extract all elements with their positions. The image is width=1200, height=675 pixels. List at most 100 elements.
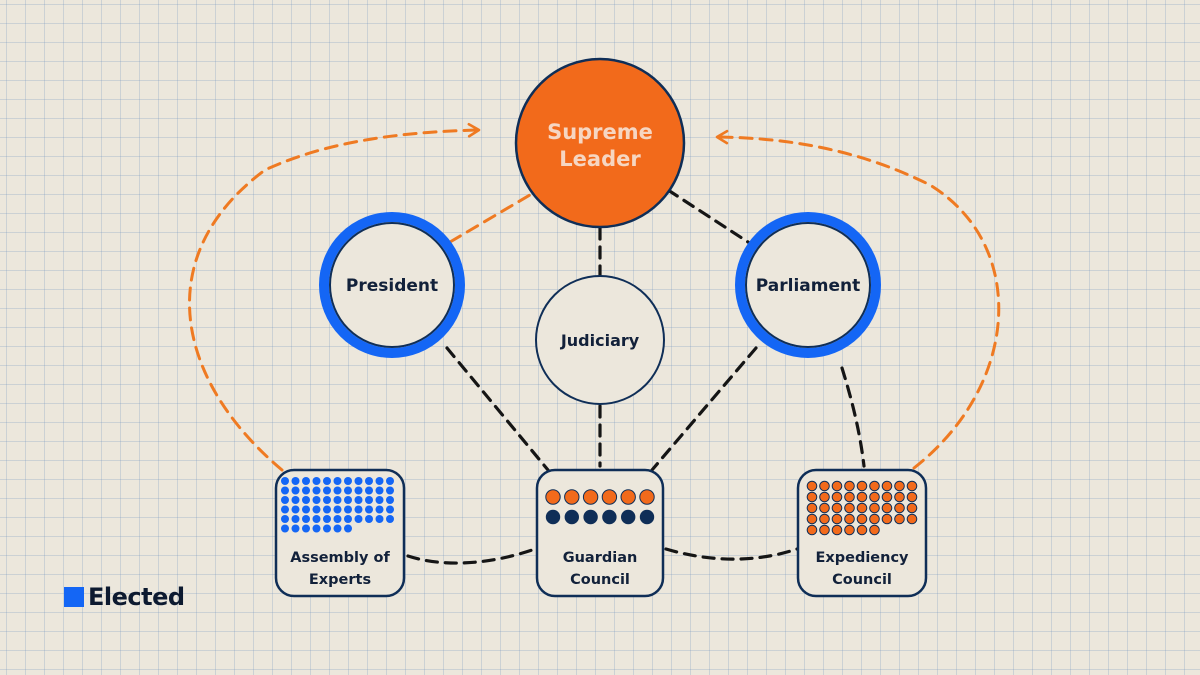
- assembly-seat-dot: [354, 477, 363, 485]
- guardian-seat-dot: [601, 489, 618, 505]
- assembly-seat-dot: [386, 496, 394, 504]
- assembly-seat-dot: [386, 477, 394, 485]
- assembly-seat-dot: [291, 524, 300, 533]
- assembly-seat-dot: [281, 486, 289, 495]
- assembly-seat-dot: [354, 515, 363, 523]
- judiciary-label: Judiciary: [560, 331, 640, 350]
- assembly-seat-dot: [302, 505, 310, 514]
- expediency-seat-dot: [806, 513, 818, 525]
- assembly-seat-dot: [375, 505, 384, 514]
- assembly-seat-dot: [375, 477, 384, 485]
- assembly-seat-dot: [312, 496, 321, 504]
- guardian-council-label-line1: Guardian: [563, 550, 638, 566]
- expediency-seat-dot: [869, 480, 880, 492]
- guardian-seat-dot: [582, 489, 599, 505]
- expediency-seat-dot: [894, 480, 905, 492]
- assembly-seat-dot: [291, 515, 300, 523]
- expediency-seat-dot: [894, 513, 905, 525]
- expediency-seat-dot: [844, 502, 855, 514]
- judiciary-node: Judiciary: [535, 275, 665, 405]
- expediency-seat-dot: [819, 513, 830, 525]
- line-parliament-to-guardian: [650, 346, 758, 472]
- expediency-seat-dot: [906, 513, 918, 525]
- assembly-seat-dot: [291, 496, 300, 504]
- assembly-seat-dot: [375, 496, 384, 504]
- guardian-seat-dot: [602, 509, 617, 525]
- guardian-seat-dot: [564, 509, 579, 525]
- assembly-seat-dot: [386, 486, 394, 495]
- orange-dashed-connectors: [188, 122, 1001, 472]
- supreme-leader-label-line2: Leader: [559, 147, 641, 171]
- expediency-seat-dots: [806, 480, 918, 536]
- legend: Elected: [64, 582, 185, 612]
- expediency-seat-dot: [806, 502, 818, 514]
- assembly-seat-dot: [365, 477, 373, 485]
- line-president-to-guardian: [445, 346, 550, 472]
- guardian-seat-dot: [639, 509, 655, 525]
- assembly-seat-dot: [323, 477, 331, 485]
- assembly-seat-dot: [375, 486, 384, 495]
- assembly-seat-dot: [333, 486, 342, 495]
- expediency-seat-dot: [844, 524, 855, 536]
- assembly-seat-dot: [323, 486, 331, 495]
- expediency-seat-dot: [881, 480, 893, 492]
- line-guardian-to-expediency: [664, 547, 799, 561]
- expediency-seat-dot: [856, 480, 868, 492]
- expediency-seat-dot: [906, 480, 918, 492]
- expediency-seat-dot: [869, 524, 880, 536]
- assembly-seat-dot: [333, 515, 342, 523]
- assembly-seat-dot: [365, 486, 373, 495]
- expediency-seat-dot: [819, 524, 830, 536]
- supreme-leader-label-line1: Supreme: [547, 120, 653, 144]
- guardian-council-label-line2: Council: [570, 572, 630, 588]
- assembly-seat-dot: [291, 505, 300, 514]
- arrow-expediency-to-leader: [715, 129, 1001, 470]
- expediency-seat-dot: [906, 502, 918, 514]
- assembly-seat-dot: [323, 496, 331, 504]
- expediency-seat-dot: [856, 502, 868, 514]
- assembly-seat-dot: [365, 496, 373, 504]
- line-assembly-to-guardian: [406, 547, 537, 565]
- assembly-seat-dot: [281, 477, 289, 485]
- guardian-seat-dot: [620, 489, 636, 505]
- assembly-seat-dot: [281, 524, 289, 533]
- expediency-seat-dot: [894, 491, 905, 503]
- assembly-seat-dot: [281, 496, 289, 504]
- parliament-label: Parliament: [756, 276, 860, 296]
- expediency-seat-dot: [844, 513, 855, 525]
- assembly-seat-dot: [312, 477, 321, 485]
- legend-label: Elected: [88, 583, 185, 611]
- guardian-seat-dot: [583, 509, 598, 525]
- expediency-seat-dot: [831, 513, 843, 525]
- expediency-seat-dot: [881, 491, 893, 503]
- assembly-of-experts-label-line1: Assembly of: [290, 550, 390, 566]
- assembly-of-experts-label-line2: Experts: [309, 572, 371, 588]
- guardian-seat-dot: [639, 489, 655, 505]
- president-node: President: [319, 212, 465, 358]
- elected-swatch-icon: [64, 587, 84, 607]
- expediency-seat-dot: [806, 480, 818, 492]
- guardian-seat-dots: [545, 489, 655, 525]
- assembly-seat-dots: [281, 477, 394, 533]
- expediency-seat-dot: [869, 513, 880, 525]
- expediency-seat-dot: [831, 502, 843, 514]
- expediency-seat-dot: [831, 524, 843, 536]
- expediency-seat-dot: [894, 502, 905, 514]
- line-president-to-leader: [448, 190, 537, 244]
- expediency-seat-dot: [831, 491, 843, 503]
- guardian-seat-dot: [545, 489, 561, 505]
- expediency-seat-dot: [819, 491, 830, 503]
- assembly-seat-dot: [302, 477, 310, 485]
- expediency-seat-dot: [856, 513, 868, 525]
- guardian-seat-dot: [621, 509, 636, 525]
- assembly-seat-dot: [344, 515, 352, 523]
- assembly-seat-dot: [281, 515, 289, 523]
- assembly-seat-dot: [312, 524, 321, 533]
- assembly-seat-dot: [312, 486, 321, 495]
- expediency-seat-dot: [844, 491, 855, 503]
- line-parliament-to-expediency: [840, 366, 866, 468]
- expediency-council-label-line2: Council: [832, 572, 892, 588]
- expediency-seat-dot: [806, 524, 818, 536]
- assembly-seat-dot: [344, 524, 352, 533]
- arrow-assembly-to-leader: [188, 122, 481, 472]
